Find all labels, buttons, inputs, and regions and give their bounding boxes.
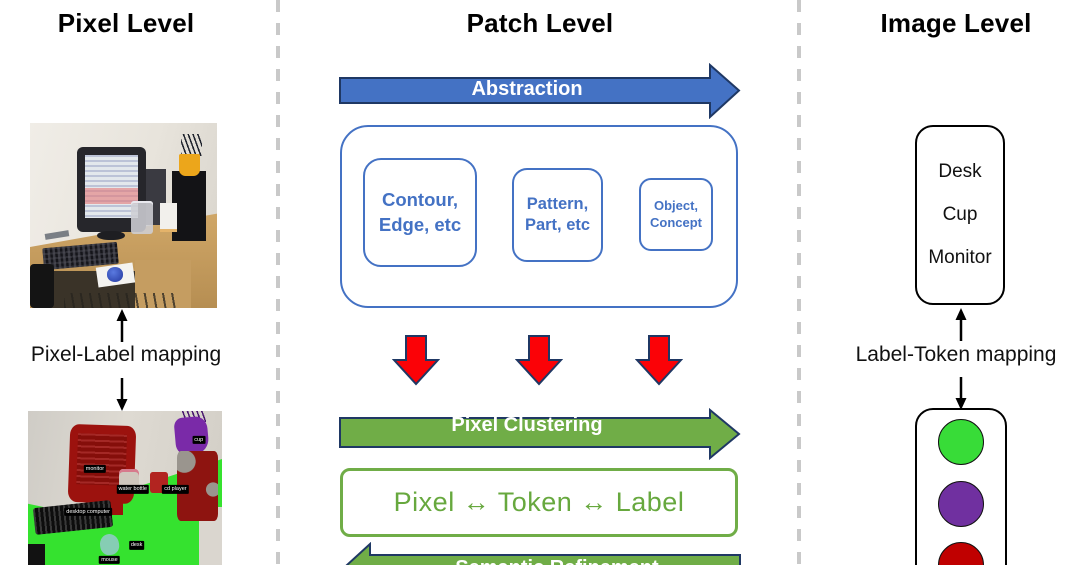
seg-tag-desktop-computer: desktop computer <box>64 507 112 516</box>
photo-chair <box>30 263 55 308</box>
pixel-label-mapping-text: Pixel-Label mapping <box>30 343 222 366</box>
column-divider-right <box>797 0 801 565</box>
token-circles-box <box>915 408 1007 565</box>
label-monitor: Monitor <box>928 247 992 268</box>
pixel-clustering-arrow-label: Pixel Clustering <box>451 414 603 436</box>
pattern-part-box: Pattern, Part, etc <box>512 168 603 262</box>
seg-desk-side <box>198 507 222 565</box>
object-concept-box: Object, Concept <box>639 178 713 251</box>
purple-token-circle <box>938 481 984 527</box>
abstraction-arrow <box>339 63 741 119</box>
image-labels-box: Desk Cup Monitor <box>915 125 1005 305</box>
pixel-level-title: Pixel Level <box>57 8 195 38</box>
down-arrow-icon <box>116 378 128 411</box>
photo-mouse <box>106 267 124 283</box>
seg-tag-monitor: monitor <box>83 464 107 473</box>
down-arrow-icon <box>955 377 967 410</box>
label-desk: Desk <box>938 161 982 182</box>
photo-pens <box>181 134 203 157</box>
pixel-token-label-box: Pixel ↔ Token ↔ Label <box>340 468 738 537</box>
desk-scene-photo <box>30 123 217 308</box>
seg-tag-cup: cup <box>192 435 206 444</box>
photo-cables <box>63 293 180 308</box>
photo-crt-monitor <box>76 147 146 233</box>
photo-monitor-stand <box>97 231 126 241</box>
contour-edge-box: Contour, Edge, etc <box>363 158 477 267</box>
patch-level-title: Patch Level <box>466 8 614 38</box>
photo-remote <box>44 230 70 241</box>
seg-tag-water-bottle: water bottle <box>116 485 149 494</box>
red-down-arrow-1 <box>392 335 440 386</box>
seg-chair <box>28 543 46 565</box>
label-cup: Cup <box>942 204 978 225</box>
photo-speaker <box>172 171 206 242</box>
red-down-arrow-2 <box>515 335 563 386</box>
abstraction-arrow-label: Abstraction <box>471 78 583 100</box>
semantic-refinement-arrow-label: Semantic Refinement <box>370 557 744 565</box>
label-token-mapping-text: Label-Token mapping <box>855 343 1057 366</box>
photo-yellow-mug <box>178 153 201 176</box>
seg-tag-mouse: mouse <box>99 555 120 564</box>
up-arrow-icon <box>116 309 128 342</box>
image-level-title: Image Level <box>880 8 1032 38</box>
red-token-circle <box>938 542 984 565</box>
green-token-circle <box>938 419 984 465</box>
red-down-arrow-3 <box>635 335 683 386</box>
photo-monitor-screen <box>85 154 138 218</box>
segmented-scene-photo: monitor cup water bottle cd player deskt… <box>28 411 222 565</box>
photo-white-box <box>159 202 177 233</box>
up-arrow-icon <box>955 308 967 341</box>
semantic-refinement-arrow <box>345 542 741 565</box>
seg-tag-cd-player: cd player <box>162 485 189 494</box>
column-divider-left <box>276 0 280 565</box>
seg-tag-desk: desk <box>128 541 145 550</box>
photo-cd-spindle <box>130 200 154 234</box>
pixel-clustering-arrow <box>339 408 741 461</box>
